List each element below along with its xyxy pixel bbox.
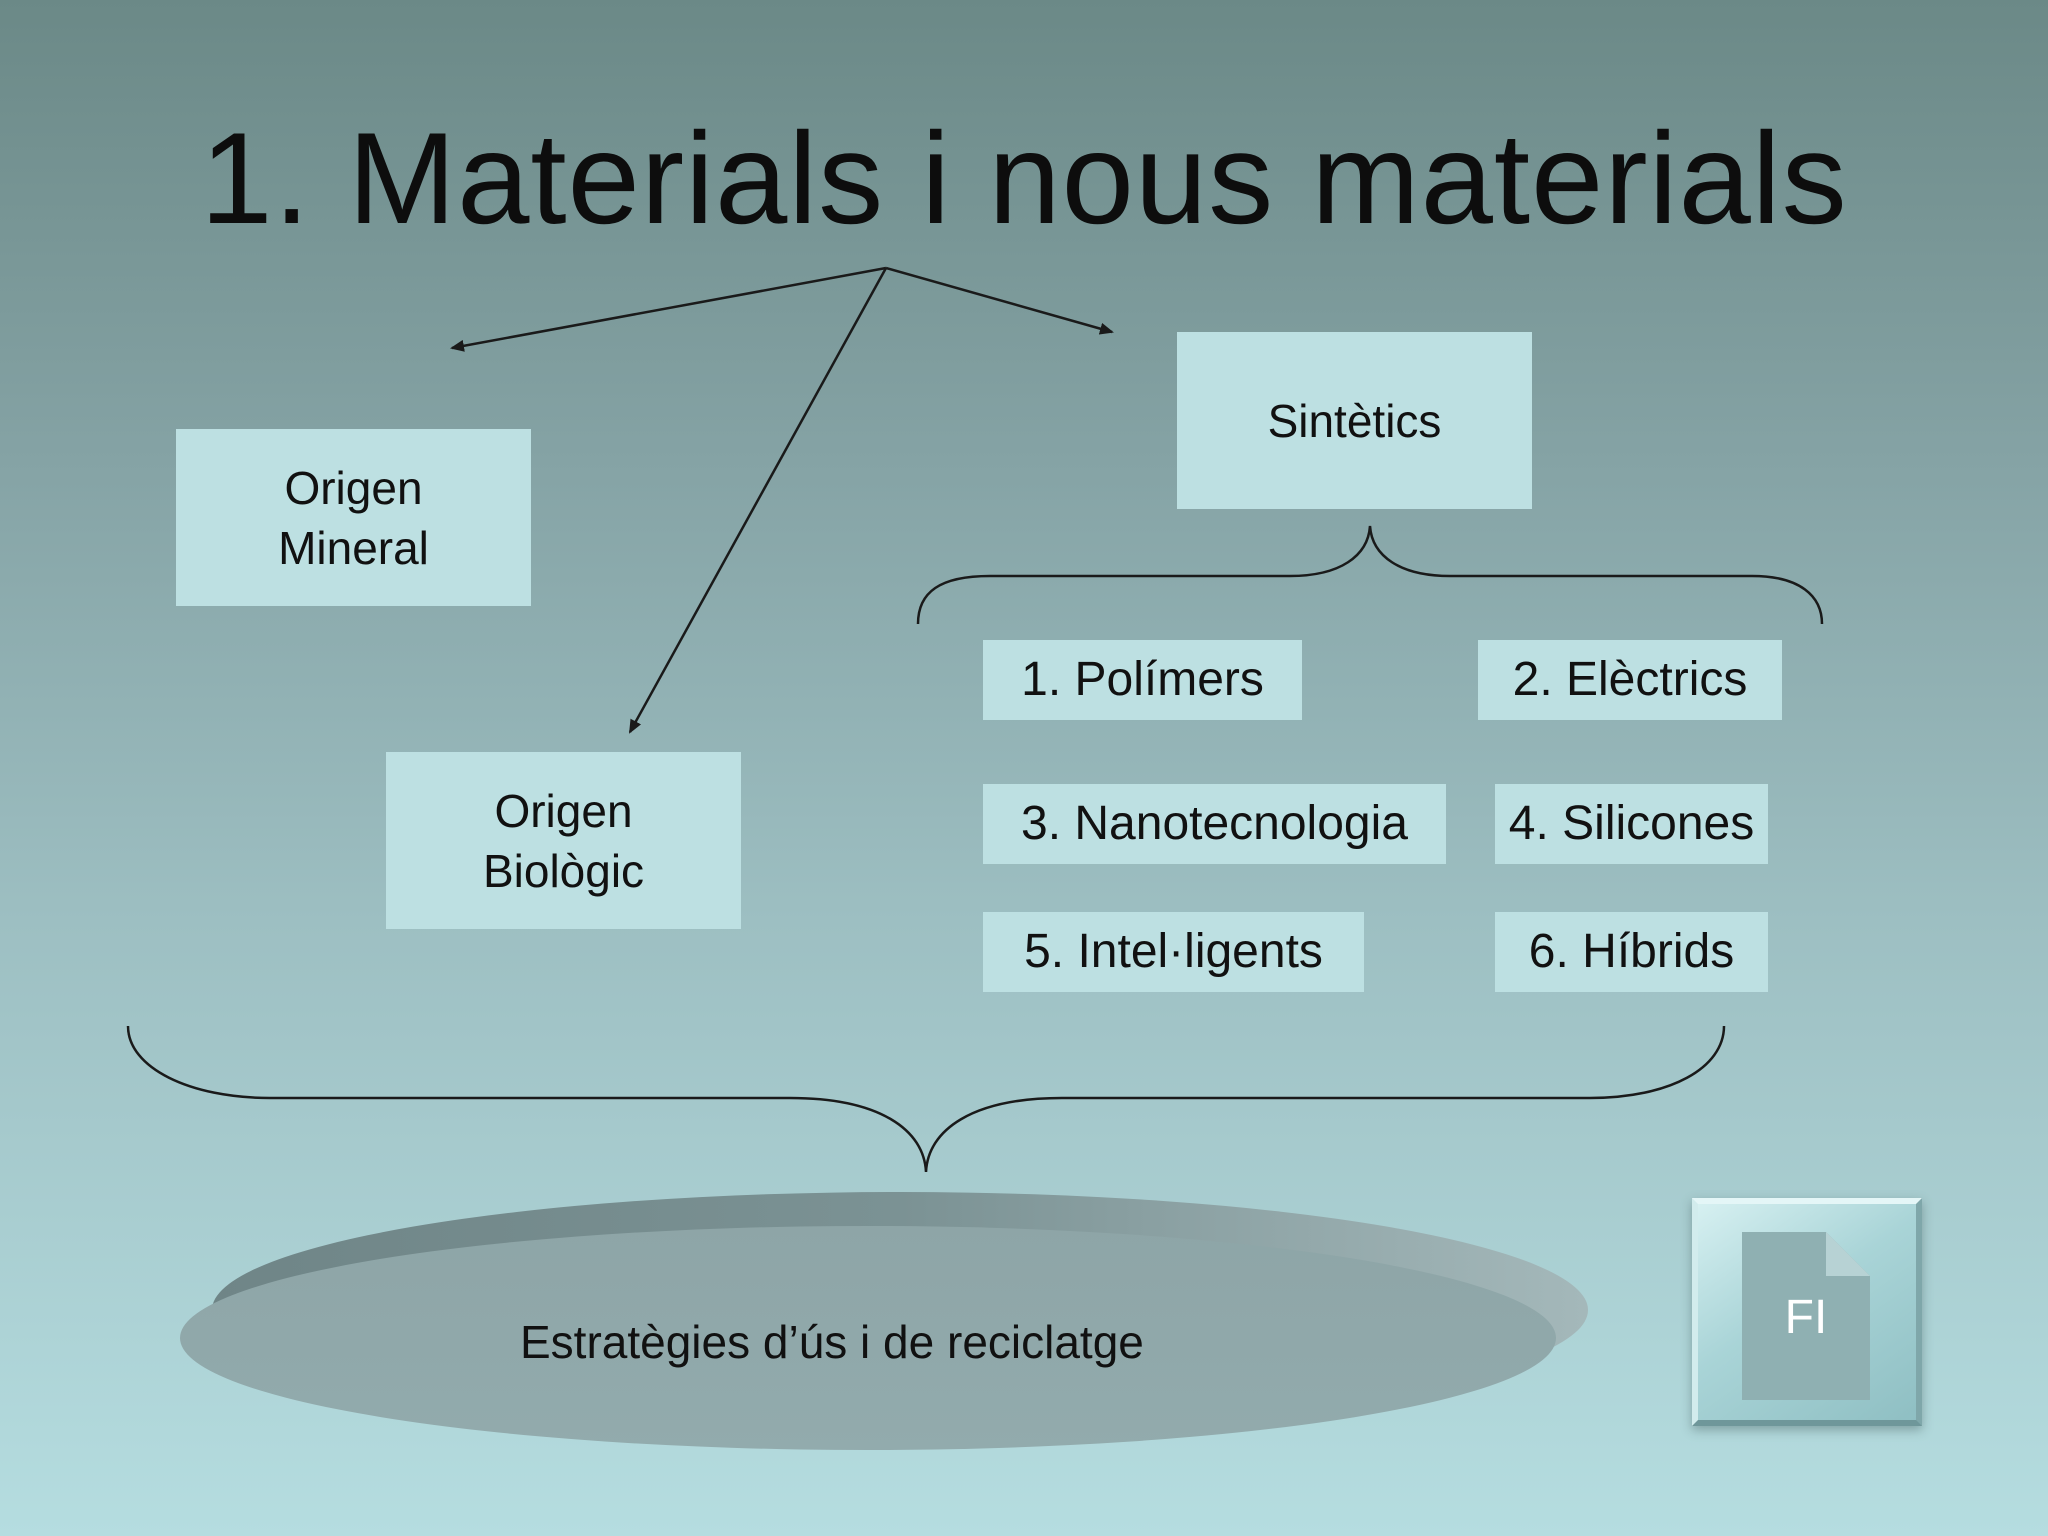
fi-label: FI (1784, 1291, 1828, 1344)
synthetic-brace (916, 525, 1824, 625)
slide-title: 1. Materials i nous materials (200, 105, 1848, 251)
synthetic-type-hybrid: 6. Híbrids (1495, 912, 1768, 992)
synthetic-box: Sintètics (1177, 332, 1532, 509)
arrow-to-synthetic (885, 266, 1114, 335)
document-icon (1742, 1232, 1870, 1400)
arrow-to-mineral (450, 266, 887, 352)
synthetic-type-intelligent: 5. Intel·ligents (983, 912, 1364, 992)
main-brace (126, 1025, 1726, 1173)
synthetic-type-electrics: 2. Elèctrics (1478, 640, 1782, 720)
origin-biological-box: Origen Biològic (386, 752, 741, 929)
conclusion-label: Estratègies d’ús i de reciclatge (520, 1316, 1144, 1368)
arrow-to-biological (628, 267, 888, 734)
origin-mineral-box: Origen Mineral (176, 429, 531, 606)
synthetic-type-silicones: 4. Silicones (1495, 784, 1768, 864)
synthetic-type-nanotech: 3. Nanotecnologia (983, 784, 1446, 864)
disc-top (180, 1226, 1556, 1450)
fi-end-button[interactable]: FI (1692, 1198, 1922, 1426)
synthetic-type-polymers: 1. Polímers (983, 640, 1302, 720)
